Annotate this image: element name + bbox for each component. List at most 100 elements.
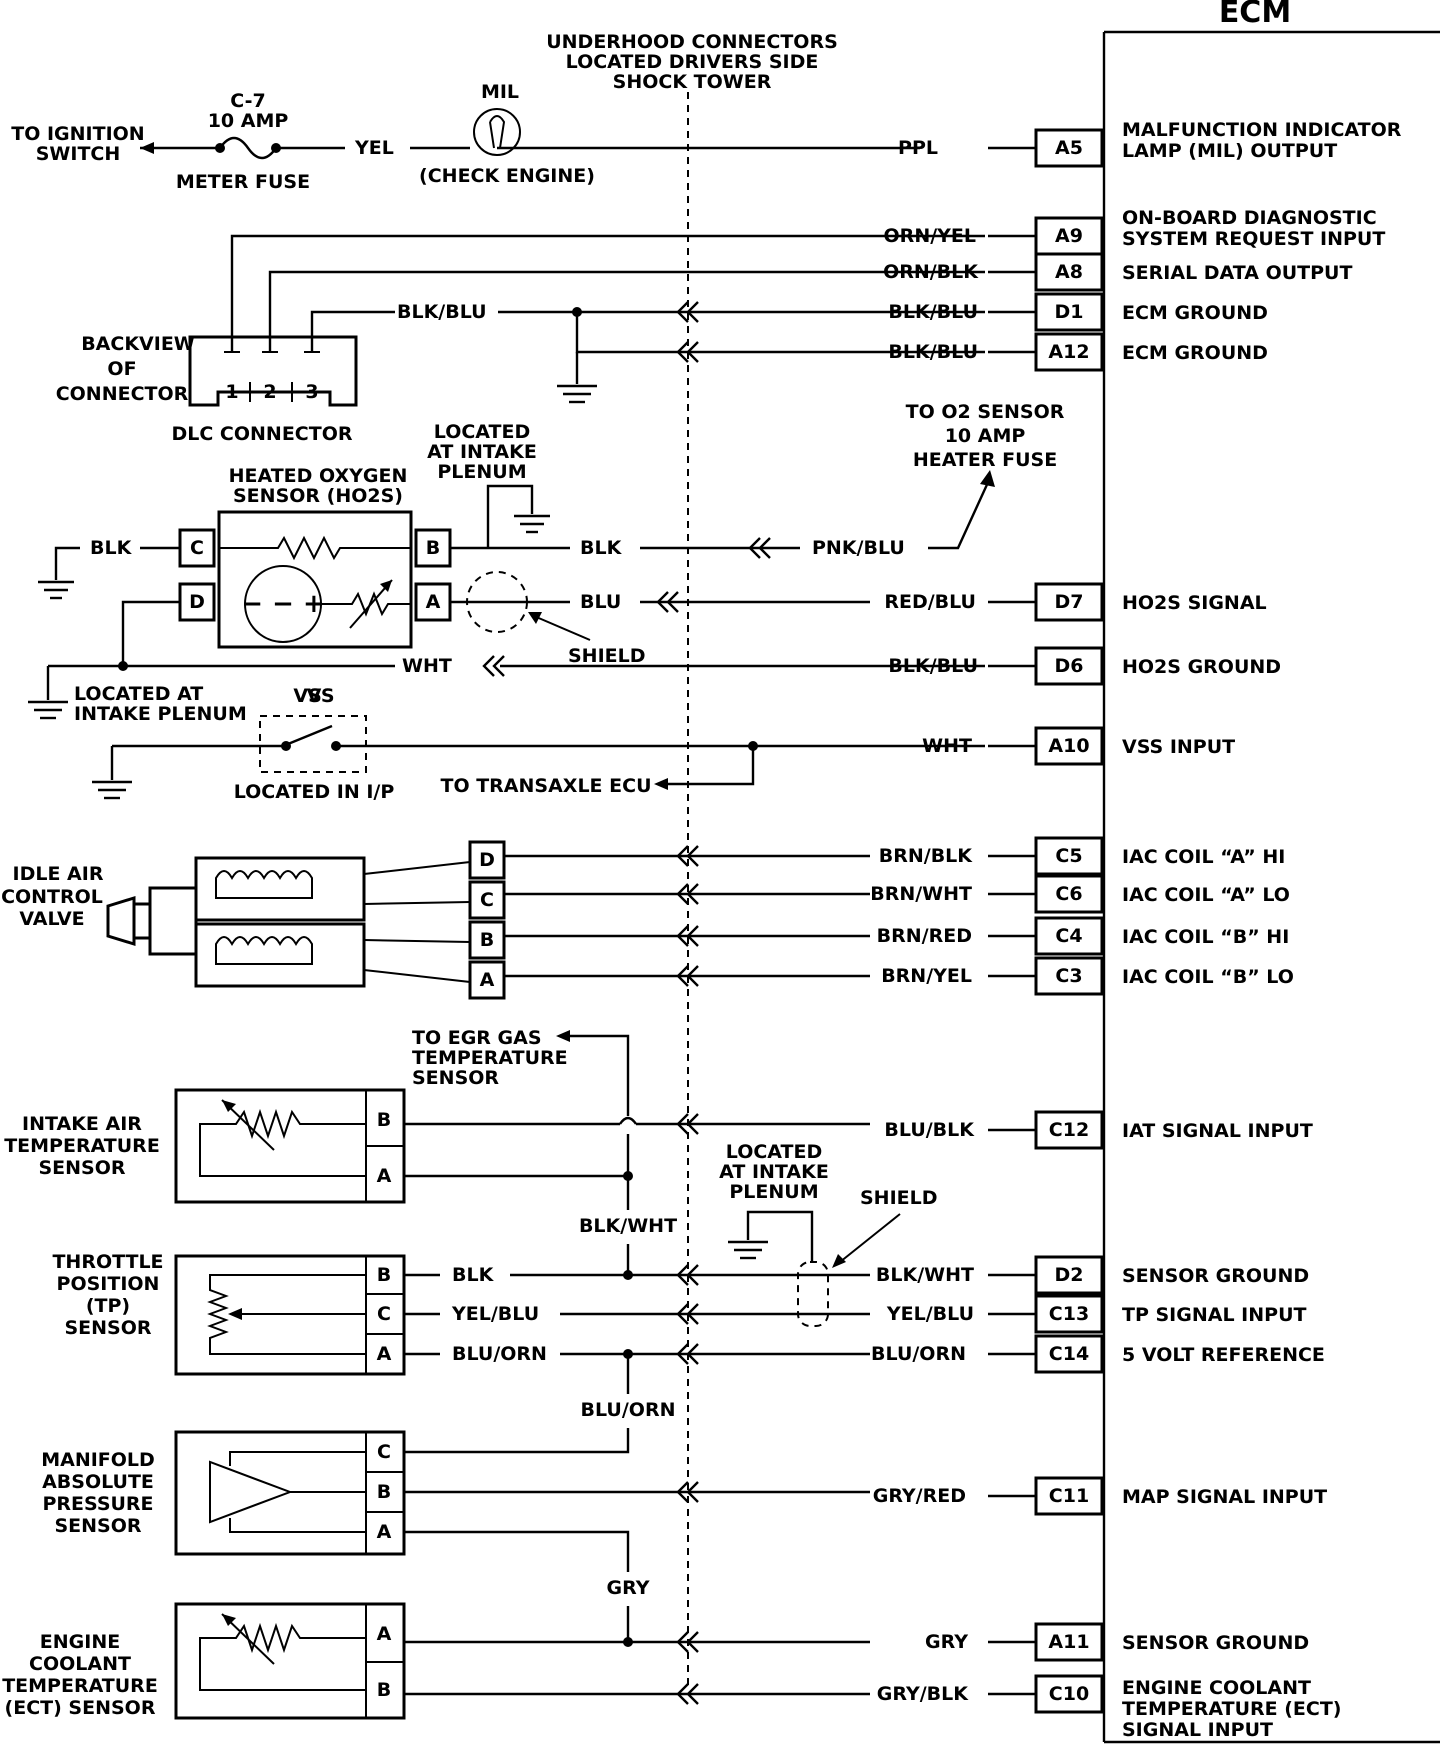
vss-location: LOCATED IN I/P: [234, 781, 395, 803]
arrow-to-ignition-icon: [140, 142, 154, 154]
iac-pin-b-label: B: [480, 929, 494, 951]
ecm-desc-c6-0: IAC COIL “A” LO: [1122, 884, 1290, 906]
ho2s-pin-d: [178, 582, 216, 622]
egr-note-line-3: SENSOR: [412, 1067, 499, 1089]
ecm-desc-a9-0: ON-BOARD DIAGNOSTIC: [1122, 207, 1377, 229]
ecm-desc-c14-0: 5 VOLT REFERENCE: [1122, 1344, 1325, 1366]
connector-chevron-icon: [676, 1631, 699, 1653]
map-pin-c: C: [377, 1441, 391, 1463]
tp-location-line-1: LOCATED: [726, 1141, 822, 1163]
heater-fuse-arrow-icon: [980, 470, 995, 487]
ect-name-line-2: COOLANT: [29, 1653, 131, 1675]
ecm-pin-label-c14: C14: [1049, 1343, 1089, 1365]
egr-note-line-1: TO EGR GAS: [412, 1027, 542, 1049]
ecm-pin-c11: [1034, 1476, 1104, 1516]
tp-wire-a: BLU/ORN: [452, 1343, 547, 1365]
wire-color-c4: BRN/RED: [877, 925, 972, 947]
vss-name-text: VSS: [293, 685, 334, 707]
ho2s-location-line-2: AT INTAKE: [427, 441, 537, 463]
dlc-pin-2: 2: [263, 381, 276, 403]
egr-arrow-icon: [556, 1030, 570, 1042]
vss-sensor: V VSS LOCATED IN I/P TO TRANSAXLE ECU: [92, 685, 985, 803]
ect-name-line-3: TEMPERATURE: [2, 1675, 158, 1697]
ho2s-shield-label: SHIELD: [568, 645, 646, 667]
coil-a-icon: [215, 870, 313, 899]
vss-switch-icon: [287, 724, 333, 746]
wire-color-a11: GRY: [925, 1631, 968, 1653]
ecm-pin-label-d2: D2: [1055, 1264, 1084, 1286]
iac-pin-a: [468, 960, 506, 1000]
to-ignition-line-1: TO IGNITION: [11, 123, 144, 145]
tp-name-line-1: THROTTLE: [52, 1251, 163, 1273]
ecm-desc-d7-0: HO2S SIGNAL: [1122, 592, 1267, 614]
ecm-pin-c12: [1034, 1110, 1104, 1150]
ho2s-pin-b-label: B: [426, 537, 440, 559]
ecm-desc-a9-1: SYSTEM REQUEST INPUT: [1122, 228, 1385, 250]
transaxle-arrow-icon: [654, 778, 668, 790]
ecm-desc-a5-0: MALFUNCTION INDICATOR: [1122, 119, 1402, 141]
map-ground-wire: GRY: [607, 1577, 650, 1599]
connector-chevron-icon: [676, 1264, 699, 1286]
ho2s-ground-wire: WHT: [402, 655, 452, 677]
ecm-pin-d6: [1034, 646, 1104, 686]
iac-valve-tip-icon: [106, 895, 136, 947]
map-name-line-4: SENSOR: [54, 1515, 141, 1537]
iac-pintle: [148, 886, 198, 956]
ecm-pin-c13: [1034, 1294, 1104, 1334]
iac-name-line-2: CONTROL: [1, 886, 103, 908]
map-name-line-2: ABSOLUTE: [42, 1471, 154, 1493]
wire-color-d2: BLK/WHT: [876, 1264, 974, 1286]
ecm-desc-c10-2: SIGNAL INPUT: [1122, 1719, 1273, 1741]
iac-name-line-1: IDLE AIR: [13, 863, 104, 885]
vss-ground-icon: [92, 780, 132, 800]
ecm-desc-d1-0: ECM GROUND: [1122, 302, 1268, 324]
idle-air-control-valve: IDLE AIR CONTROL VALVE D C B A: [1, 840, 870, 1000]
ecm-desc-a12-0: ECM GROUND: [1122, 342, 1268, 364]
tp-location-line-3: PLENUM: [729, 1181, 818, 1203]
ecm-pin-c5: [1034, 836, 1104, 876]
vss-name: V: [307, 685, 322, 707]
underhood-connector-note: UNDERHOOD CONNECTORS LOCATED DRIVERS SID…: [546, 31, 838, 93]
ho2s-left-wire: BLK: [90, 537, 133, 559]
ecm-pin-label-a10: A10: [1048, 735, 1089, 757]
connector-chevron-icon: [676, 1303, 699, 1325]
ecm-pin-label-a9: A9: [1055, 225, 1083, 247]
connector-chevron-icon: [676, 341, 699, 363]
connector-chevron-icon: [676, 883, 699, 905]
wire-color-c11: GRY/RED: [873, 1485, 966, 1507]
ecm-desc-d6-0: HO2S GROUND: [1122, 656, 1281, 678]
heater-fuse-line-3: HEATER FUSE: [913, 449, 1057, 471]
ecm-desc-a5-1: LAMP (MIL) OUTPUT: [1122, 140, 1337, 162]
ecm-pin-a8: [1034, 252, 1104, 292]
dlc-connector: 1 2 3 BACKVIEW OF CONNECTOR DLC CONNECTO…: [56, 234, 985, 445]
ecm-desc-c10-0: ENGINE COOLANT: [1122, 1677, 1311, 1699]
connector-chevron-icon: [676, 301, 699, 323]
ecm-pin-label-a12: A12: [1048, 341, 1089, 363]
iac-pin-d: [468, 840, 506, 880]
tp-shield-icon: [797, 1261, 829, 1327]
dlc-ground-wire: BLK/BLU: [397, 301, 487, 323]
ecm-pin-label-c13: C13: [1049, 1303, 1089, 1325]
wire-color-c14: BLU/ORN: [871, 1343, 966, 1365]
meter-fuse-icon: [219, 136, 277, 160]
heater-element-icon: [219, 535, 411, 561]
ecm-pin-a12: [1034, 332, 1104, 372]
iac-pin-c: [468, 880, 506, 920]
tp-shield-arrow-icon: [832, 1254, 846, 1268]
iac-pin-a-label: A: [480, 969, 495, 991]
ecm-block: ECM: [1102, 0, 1440, 1744]
map-name-line-3: PRESSURE: [42, 1493, 153, 1515]
map-name-line-1: MANIFOLD: [41, 1449, 155, 1471]
